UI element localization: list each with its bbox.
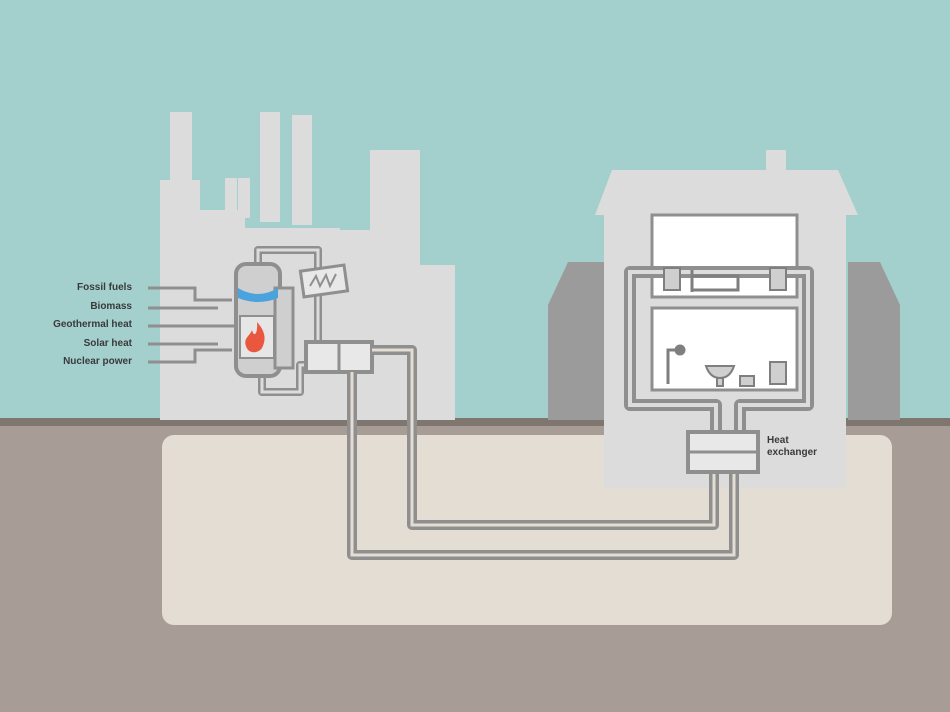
- source-nuclear-power: Nuclear power: [63, 356, 132, 367]
- flame-icon: [245, 322, 265, 353]
- heat-exchanger-label-line2: exchanger: [767, 447, 818, 458]
- sink-icon: [704, 365, 736, 387]
- source-geothermal-heat: Geothermal heat: [53, 319, 132, 330]
- radiator-icon: [663, 267, 787, 385]
- shower-icon: [666, 344, 686, 384]
- water-level-icon: [238, 288, 278, 302]
- neighbor-house-left: [548, 262, 610, 420]
- ground-line: [0, 418, 950, 426]
- energy-source-arrows: [148, 286, 235, 364]
- heat-exchanger-label: Heat exchanger: [767, 435, 847, 459]
- heat-exchanger-label-line1: Heat: [767, 435, 789, 446]
- bed-icon: [690, 270, 740, 292]
- house-pipe-highlight: [628, 270, 810, 432]
- boiler: [234, 262, 295, 378]
- source-solar-heat: Solar heat: [83, 338, 132, 349]
- heat-exchanger: [686, 430, 760, 474]
- source-biomass: Biomass: [90, 301, 132, 312]
- toilet-icon: [739, 375, 755, 387]
- district-pipes-highlight: [350, 348, 736, 557]
- neighbor-house-right: [848, 262, 900, 420]
- turbine: [298, 263, 350, 299]
- source-fossil-fuels: Fossil fuels: [76, 282, 132, 293]
